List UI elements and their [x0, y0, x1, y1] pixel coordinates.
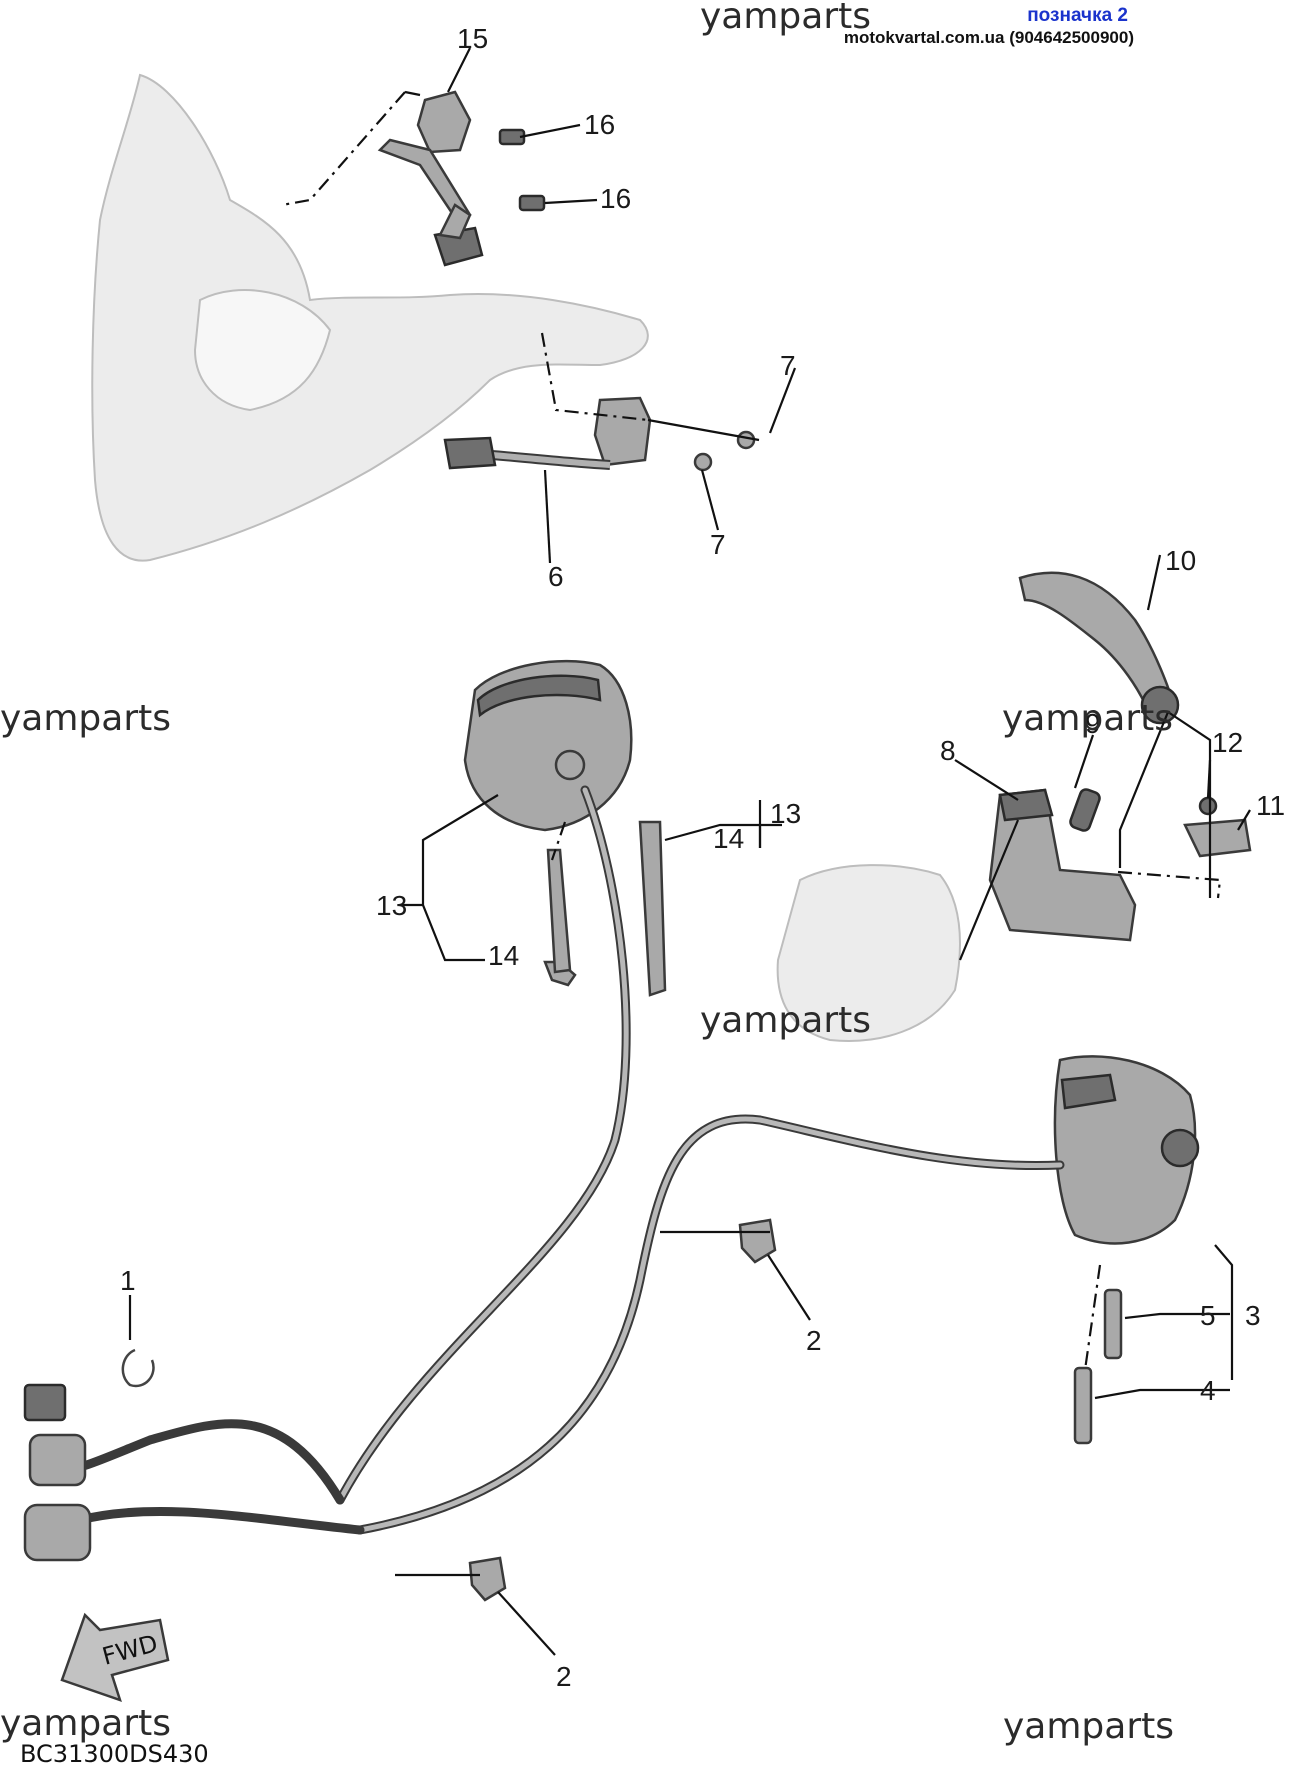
clamp-2-a: [738, 1218, 777, 1264]
callout-5: 5: [1200, 1300, 1216, 1331]
callout-3: 3: [1245, 1300, 1261, 1331]
screw-14-b: [543, 848, 577, 987]
screw-4: [1073, 1366, 1093, 1445]
callout-12: 12: [1212, 727, 1243, 758]
watermark-middle: yamparts: [700, 1000, 871, 1041]
leader-lines: [128, 47, 1251, 1656]
callout-6: 6: [548, 561, 564, 592]
callout-7-b: 7: [710, 529, 726, 560]
screw-14-a: [638, 820, 667, 997]
diagram-code: BC31300DS430: [20, 1740, 209, 1768]
master-cylinder-ghost: [776, 864, 961, 1042]
watermark-bottom-left: yamparts: [0, 1703, 171, 1744]
handlebar-switch-left-13: [463, 659, 633, 832]
pin-9: [1069, 788, 1101, 832]
callout-15: 15: [457, 23, 488, 54]
screw-12: [1198, 796, 1218, 816]
site-label: motokvartal.com.ua (904642500900): [843, 28, 1134, 47]
fairing-ghost: [91, 73, 649, 562]
band-1: [121, 1348, 155, 1388]
callout-2-b: 2: [556, 1661, 572, 1692]
fwd-arrow: FWD: [60, 1612, 170, 1702]
watermark-left: yamparts: [0, 698, 171, 739]
callout-13-b: 13: [376, 890, 407, 921]
handlebar-switch-right-3: [1053, 1055, 1200, 1245]
callout-14-b: 14: [488, 940, 519, 971]
callout-13-a: 13: [770, 798, 801, 829]
nut-7-b: [693, 452, 713, 472]
lever-10: [1018, 571, 1180, 725]
bracket-stay-15: [377, 90, 484, 267]
callout-10: 10: [1165, 545, 1196, 576]
callout-16-b: 16: [600, 183, 631, 214]
callout-1: 1: [120, 1265, 136, 1296]
watermark-bottom-right: yamparts: [1003, 1706, 1174, 1747]
mark-label: позначка 2: [1027, 5, 1128, 26]
callout-7-a: 7: [780, 350, 796, 381]
callout-8: 8: [940, 735, 956, 766]
callout-2-a: 2: [806, 1325, 822, 1356]
callout-14-a: 14: [713, 823, 744, 854]
callout-numbers: 15 16 16 7 7 6 10 9 8 12 11 13 14 13 14 …: [120, 23, 1285, 1692]
clamp-2-b: [468, 1556, 507, 1602]
watermark-top: yamparts: [700, 0, 871, 37]
bracket-stay-6: [443, 396, 652, 470]
callout-16-a: 16: [584, 109, 615, 140]
plate-11: [1183, 818, 1252, 858]
wire-connectors: [23, 1383, 365, 1562]
watermark-right: yamparts: [1002, 698, 1173, 739]
callout-9: 9: [1085, 708, 1101, 739]
watermarks: yamparts yamparts yamparts yamparts yamp…: [0, 0, 1174, 1747]
switch-wire-right: [355, 1114, 1065, 1535]
nut-7-a: [736, 430, 756, 450]
bolt-16-b: [518, 194, 546, 212]
switch-bracket-8: [988, 788, 1137, 942]
callout-4: 4: [1200, 1375, 1216, 1406]
screw-5: [1103, 1288, 1123, 1360]
callout-11: 11: [1256, 790, 1285, 821]
